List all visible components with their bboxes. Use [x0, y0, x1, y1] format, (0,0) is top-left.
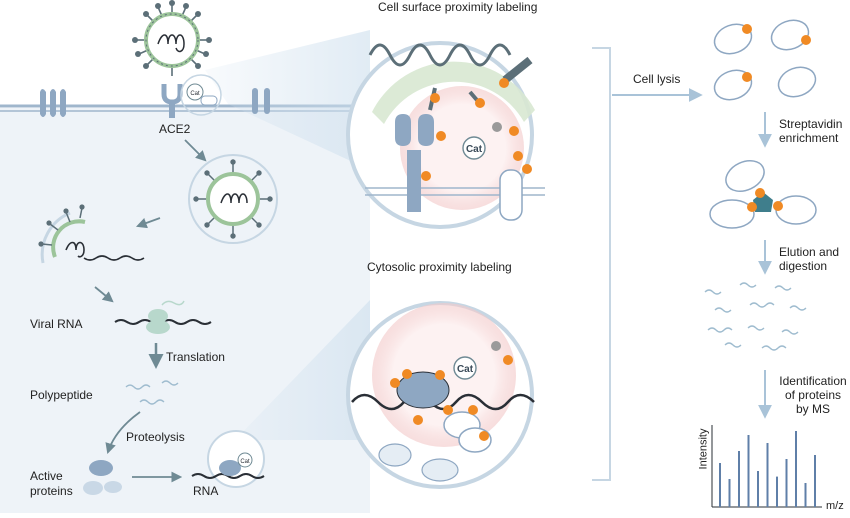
- virus-uncoating: [38, 204, 145, 264]
- label-elution-2: digestion: [779, 259, 828, 273]
- label-viral-rna: Viral RNA: [30, 317, 83, 331]
- membrane-receptor: [252, 88, 270, 114]
- biotin-dots-lysate: [742, 24, 811, 82]
- axis-label-mz: m/z: [826, 500, 844, 512]
- label-streptavidin-2: enrichment: [779, 131, 839, 145]
- zoom-cell-surface: Cat: [346, 41, 545, 229]
- label-rna: RNA: [193, 484, 219, 498]
- virus-particle: [132, 0, 212, 76]
- peptide-squiggles: [704, 282, 807, 351]
- bracket: [592, 47, 611, 481]
- cell-body: [0, 108, 370, 513]
- virus-endosome: [188, 154, 278, 244]
- arrow-endocytosis: [184, 139, 207, 162]
- label-proteolysis: Proteolysis: [126, 430, 185, 444]
- cat-enzyme-label: Cat: [466, 144, 483, 155]
- title-cell-surface: Cell surface proximity labeling: [378, 0, 538, 14]
- svg-text:Cat: Cat: [190, 91, 200, 97]
- membrane-channel: [40, 89, 66, 117]
- streptavidin-complex: [709, 160, 817, 229]
- label-elution-1: Elution and: [779, 245, 840, 259]
- label-active-proteins-1: Active: [30, 469, 63, 483]
- lysate-vesicles: [713, 19, 817, 101]
- label-cell-lysis: Cell lysis: [633, 72, 681, 86]
- label-translation: Translation: [166, 350, 225, 364]
- zoom-beam-top: [205, 30, 370, 170]
- zoom-cytosolic: Cat: [346, 301, 535, 489]
- label-identification-1: Identification: [779, 374, 847, 388]
- label-streptavidin-1: Streptavidin: [779, 117, 843, 131]
- arrow-rna-release: [94, 286, 114, 303]
- label-ace2: ACE2: [159, 122, 191, 136]
- polypeptide-squiggles: [125, 380, 179, 405]
- viral-rna-ribosome: [114, 300, 212, 334]
- active-proteins-icon: [83, 460, 122, 495]
- svg-text:Cat: Cat: [457, 364, 474, 375]
- svg-text:Cat: Cat: [240, 459, 250, 465]
- arrow-proteolysis: [105, 411, 141, 455]
- title-cytosolic: Cytosolic proximity labeling: [367, 260, 512, 274]
- label-active-proteins-2: proteins: [30, 484, 73, 498]
- arrow-uncoating: [135, 217, 161, 229]
- label-polypeptide: Polypeptide: [30, 388, 93, 402]
- zoom-beam-bottom: [235, 300, 370, 440]
- ace2-receptor: [161, 84, 183, 118]
- rna-cat-complex: Cat: [191, 430, 265, 488]
- label-identification-2: of proteins: [784, 388, 842, 402]
- ms-spectrum-peaks: [719, 431, 816, 507]
- label-identification-3: by MS: [795, 402, 830, 416]
- axis-label-intensity: Intensity: [697, 428, 710, 470]
- cat-enzyme-surface-small: Cat: [180, 74, 222, 116]
